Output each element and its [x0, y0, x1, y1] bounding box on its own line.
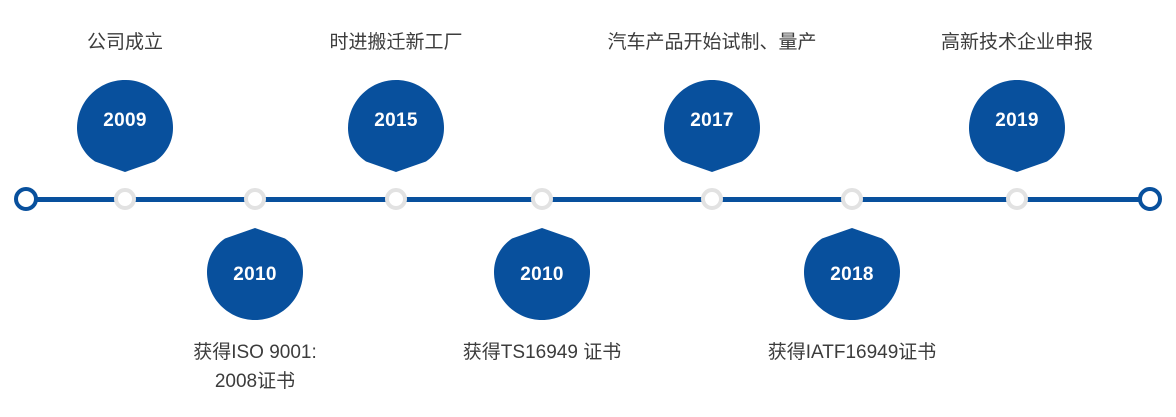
milestone-pin[interactable]: 2010	[203, 226, 307, 322]
milestone-year: 2015	[374, 110, 418, 131]
milestone-year: 2019	[995, 110, 1039, 131]
milestone-caption: 时进搬迁新工厂	[329, 32, 463, 53]
map-pin-icon	[207, 228, 303, 320]
milestone-caption: 获得ISO 9001: 2008证书	[193, 342, 317, 392]
map-pin-icon	[664, 80, 760, 172]
timeline-axis-node	[531, 188, 553, 210]
milestone-caption: 获得TS16949 证书	[462, 342, 622, 363]
map-pin-icon	[77, 80, 173, 172]
map-pin-icon	[804, 228, 900, 320]
timeline-endpoint-node	[1138, 187, 1162, 211]
milestone-pin[interactable]: 2010	[490, 226, 594, 322]
milestone-year: 2010	[233, 264, 277, 285]
milestone-pin[interactable]: 2017	[660, 78, 764, 174]
milestone-pin[interactable]: 2019	[965, 78, 1069, 174]
milestone-pin[interactable]: 2018	[800, 226, 904, 322]
milestone-pin[interactable]: 2009	[73, 78, 177, 174]
timeline-axis-node	[701, 188, 723, 210]
timeline-axis-node	[1006, 188, 1028, 210]
milestone-caption: 获得IATF16949证书	[767, 342, 937, 363]
timeline-endpoint-node	[14, 187, 38, 211]
milestone-year: 2017	[690, 110, 734, 131]
timeline-axis-node	[841, 188, 863, 210]
timeline-axis-node	[244, 188, 266, 210]
milestone-year: 2009	[103, 110, 147, 131]
milestone-pin[interactable]: 2015	[344, 78, 448, 174]
milestone-year: 2010	[520, 264, 564, 285]
milestone-caption: 公司成立	[86, 32, 163, 53]
milestone-year: 2018	[830, 264, 874, 285]
map-pin-icon	[348, 80, 444, 172]
map-pin-icon	[494, 228, 590, 320]
timeline-axis-node	[385, 188, 407, 210]
timeline-axis-line	[26, 197, 1150, 202]
milestone-caption: 高新技术企业申报	[940, 32, 1093, 53]
map-pin-icon	[969, 80, 1065, 172]
timeline-axis-node	[114, 188, 136, 210]
milestone-caption: 汽车产品开始试制、量产	[607, 32, 817, 53]
